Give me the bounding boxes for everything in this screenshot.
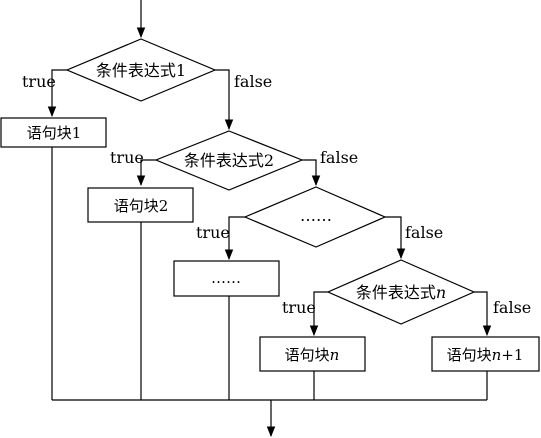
decision-2-false-edge: [302, 159, 321, 187]
decision-n-true-edge: [309, 291, 328, 337]
decision-n-label: 条件表达式n: [356, 283, 446, 302]
decision-n-diamond: [326, 259, 476, 325]
decision-n-true-label: true: [282, 298, 316, 317]
decision-1-false-edge: [215, 69, 234, 131]
decision-1-false-label: false: [234, 72, 272, 91]
block-ellipsis-box: [173, 260, 280, 297]
decision-ellipsis-false-edge: [385, 216, 406, 260]
decision-ellipsis-label: ……: [300, 206, 332, 225]
decision-2-false-label: false: [320, 148, 358, 167]
block-n-plus-1-box: [431, 336, 540, 372]
block-n-box: [259, 336, 366, 372]
decision-1-true-label: true: [22, 72, 56, 91]
decision-2-label: 条件表达式2: [184, 151, 274, 170]
decision-ellipsis-false-label: false: [405, 223, 443, 242]
decision-n-false-label: false: [493, 298, 531, 317]
decision-ellipsis-true-edge: [224, 216, 245, 261]
decision-2-diamond: [154, 130, 304, 191]
block-1-label: 语句块1: [27, 124, 82, 142]
decision-ellipsis-diamond: [243, 186, 387, 248]
block-2-box: [87, 187, 194, 223]
block-ellipsis-label: ……: [211, 269, 241, 287]
decision-2-true-label: true: [110, 148, 144, 167]
decision-2-true-edge: [136, 159, 156, 187]
decision-n-false-edge: [474, 291, 492, 337]
decision-ellipsis-true-label: true: [196, 223, 230, 242]
decision-1-diamond: [65, 38, 217, 102]
block-n-plus-1-label: 语句块n+1: [447, 346, 524, 364]
decision-1-label: 条件表达式1: [96, 61, 186, 80]
block-2-label: 语句块2: [114, 197, 169, 215]
decision-1-true-edge: [47, 69, 67, 118]
block-1-box: [0, 117, 107, 148]
block-n-label: 语句块n: [285, 346, 340, 364]
